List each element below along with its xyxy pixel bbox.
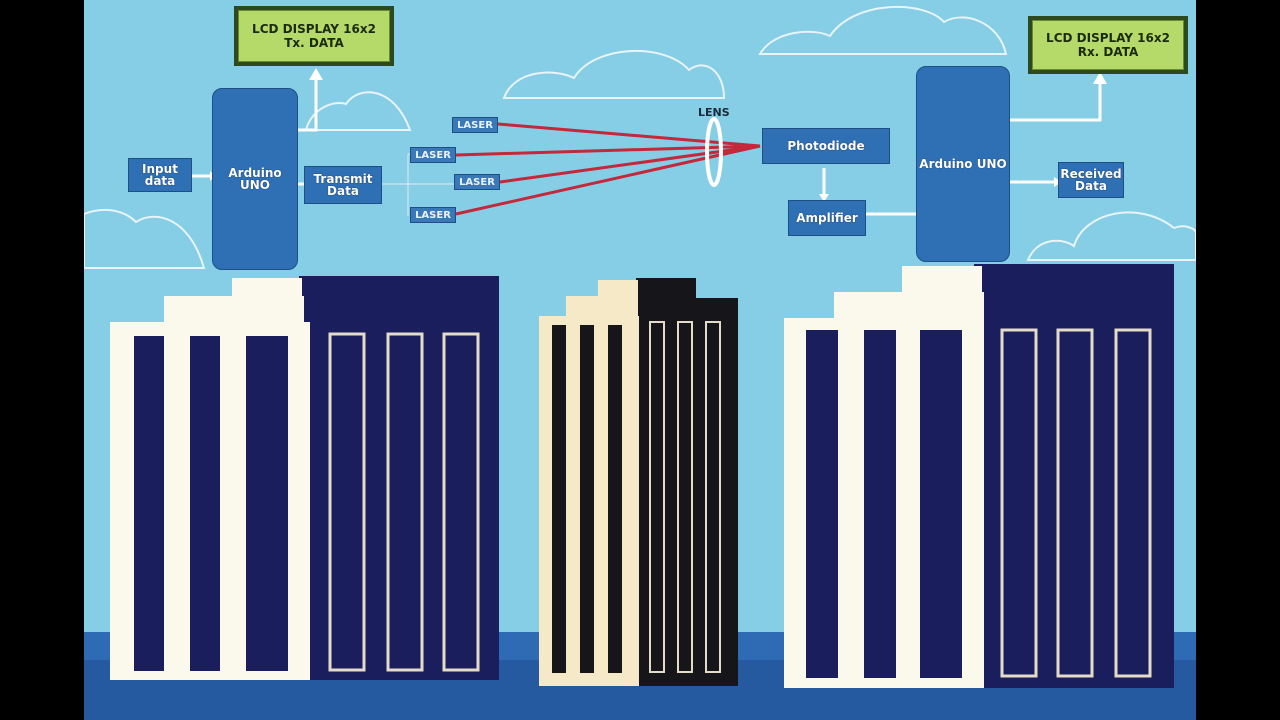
amplifier-block: Amplifier — [788, 200, 866, 236]
tx-lcd-display: LCD DISPLAY 16x2 Tx. DATA — [234, 6, 394, 66]
received-data-block: Received Data — [1058, 162, 1124, 198]
cloud-outlines — [84, 5, 1196, 269]
scene-illustration — [84, 5, 1196, 720]
tx-arduino-label: Arduino UNO — [228, 166, 282, 192]
photodiode-block: Photodiode — [762, 128, 890, 164]
received-data-label-2: Data — [1075, 179, 1107, 193]
laser-4: LASER — [410, 207, 456, 223]
tx-arduino-block: Arduino UNO — [212, 88, 298, 270]
laser-1-label: LASER — [457, 119, 493, 131]
rx-arduino-label: Arduino UNO — [919, 157, 1007, 171]
amplifier-label: Amplifier — [796, 211, 858, 225]
laser-feed-lines — [382, 153, 454, 216]
middle-building — [539, 278, 738, 686]
transmit-data-block: Transmit Data — [304, 166, 382, 204]
rx-lcd-display: LCD DISPLAY 16x2 Rx. DATA — [1028, 16, 1188, 74]
left-building — [110, 276, 499, 680]
laser-3: LASER — [454, 174, 500, 190]
laser-3-label: LASER — [459, 176, 495, 188]
lens-shape — [705, 117, 723, 187]
input-data-label: Input data — [142, 162, 178, 188]
lens-label: LENS — [698, 106, 730, 119]
input-data-block: Input data — [128, 158, 192, 192]
laser-2: LASER — [410, 147, 456, 163]
laser-2-label: LASER — [415, 149, 451, 161]
tx-lcd-line1: LCD DISPLAY 16x2 — [252, 22, 376, 36]
laser-1: LASER — [452, 117, 498, 133]
laser-beams — [455, 122, 761, 216]
rx-lcd-line2: Rx. DATA — [1077, 45, 1139, 59]
tx-lcd-line2: Tx. DATA — [284, 36, 344, 50]
diagram-canvas: LCD DISPLAY 16x2 Tx. DATA Input data Ard… — [84, 0, 1196, 720]
transmit-data-label-2: Data — [327, 184, 359, 198]
right-building — [784, 264, 1174, 688]
received-data-label-1: Received — [1060, 167, 1122, 181]
rx-lcd-line1: LCD DISPLAY 16x2 — [1046, 31, 1170, 45]
photodiode-label: Photodiode — [787, 139, 865, 153]
laser-4-label: LASER — [415, 209, 451, 221]
connector-arrows — [192, 80, 1102, 216]
rx-arduino-block: Arduino UNO — [916, 66, 1010, 262]
transmit-data-label-1: Transmit — [313, 172, 373, 186]
